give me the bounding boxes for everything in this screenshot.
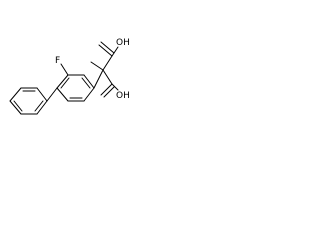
phenyl-double-3	[13, 100, 23, 112]
upper-carboxyl-bond	[102, 55, 113, 71]
phenyl-bond-4	[36, 100, 48, 115]
ring2-bond-1	[56, 74, 69, 89]
phenyl-bond-1	[9, 87, 22, 102]
lower-carboxyl-bond	[102, 69, 113, 85]
lower-hydroxyl-label: OH	[116, 91, 130, 101]
lower-hydroxyl-bond	[111, 83, 119, 91]
phenyl-bond-6	[9, 100, 22, 115]
ring2-bond-4	[83, 87, 95, 102]
upper-hydroxyl-label: OH	[116, 38, 130, 48]
bonds	[9, 41, 119, 115]
fluorine-label: F	[55, 56, 60, 66]
ring2-double-2	[81, 77, 91, 89]
phenyl-double-2	[34, 100, 44, 112]
ring2-double-1	[60, 77, 70, 89]
fluorine-bond	[60, 63, 69, 76]
ring-to-quaternary-bond	[93, 69, 104, 89]
ring2-bond-6	[56, 87, 69, 102]
ring2-bond-3	[83, 74, 95, 89]
chemical-structure: F OH OH	[9, 38, 130, 115]
upper-carbonyl-2	[100, 41, 115, 54]
atom-labels: F OH OH	[55, 38, 130, 101]
biaryl-bond	[46, 87, 58, 102]
lower-carbonyl-2	[103, 86, 115, 98]
upper-hydroxyl-bond	[111, 46, 119, 57]
lower-carbonyl-1	[100, 83, 113, 96]
upper-carbonyl-1	[98, 44, 113, 57]
phenyl-bond-3	[36, 87, 48, 102]
methyl-bond	[90, 61, 104, 71]
